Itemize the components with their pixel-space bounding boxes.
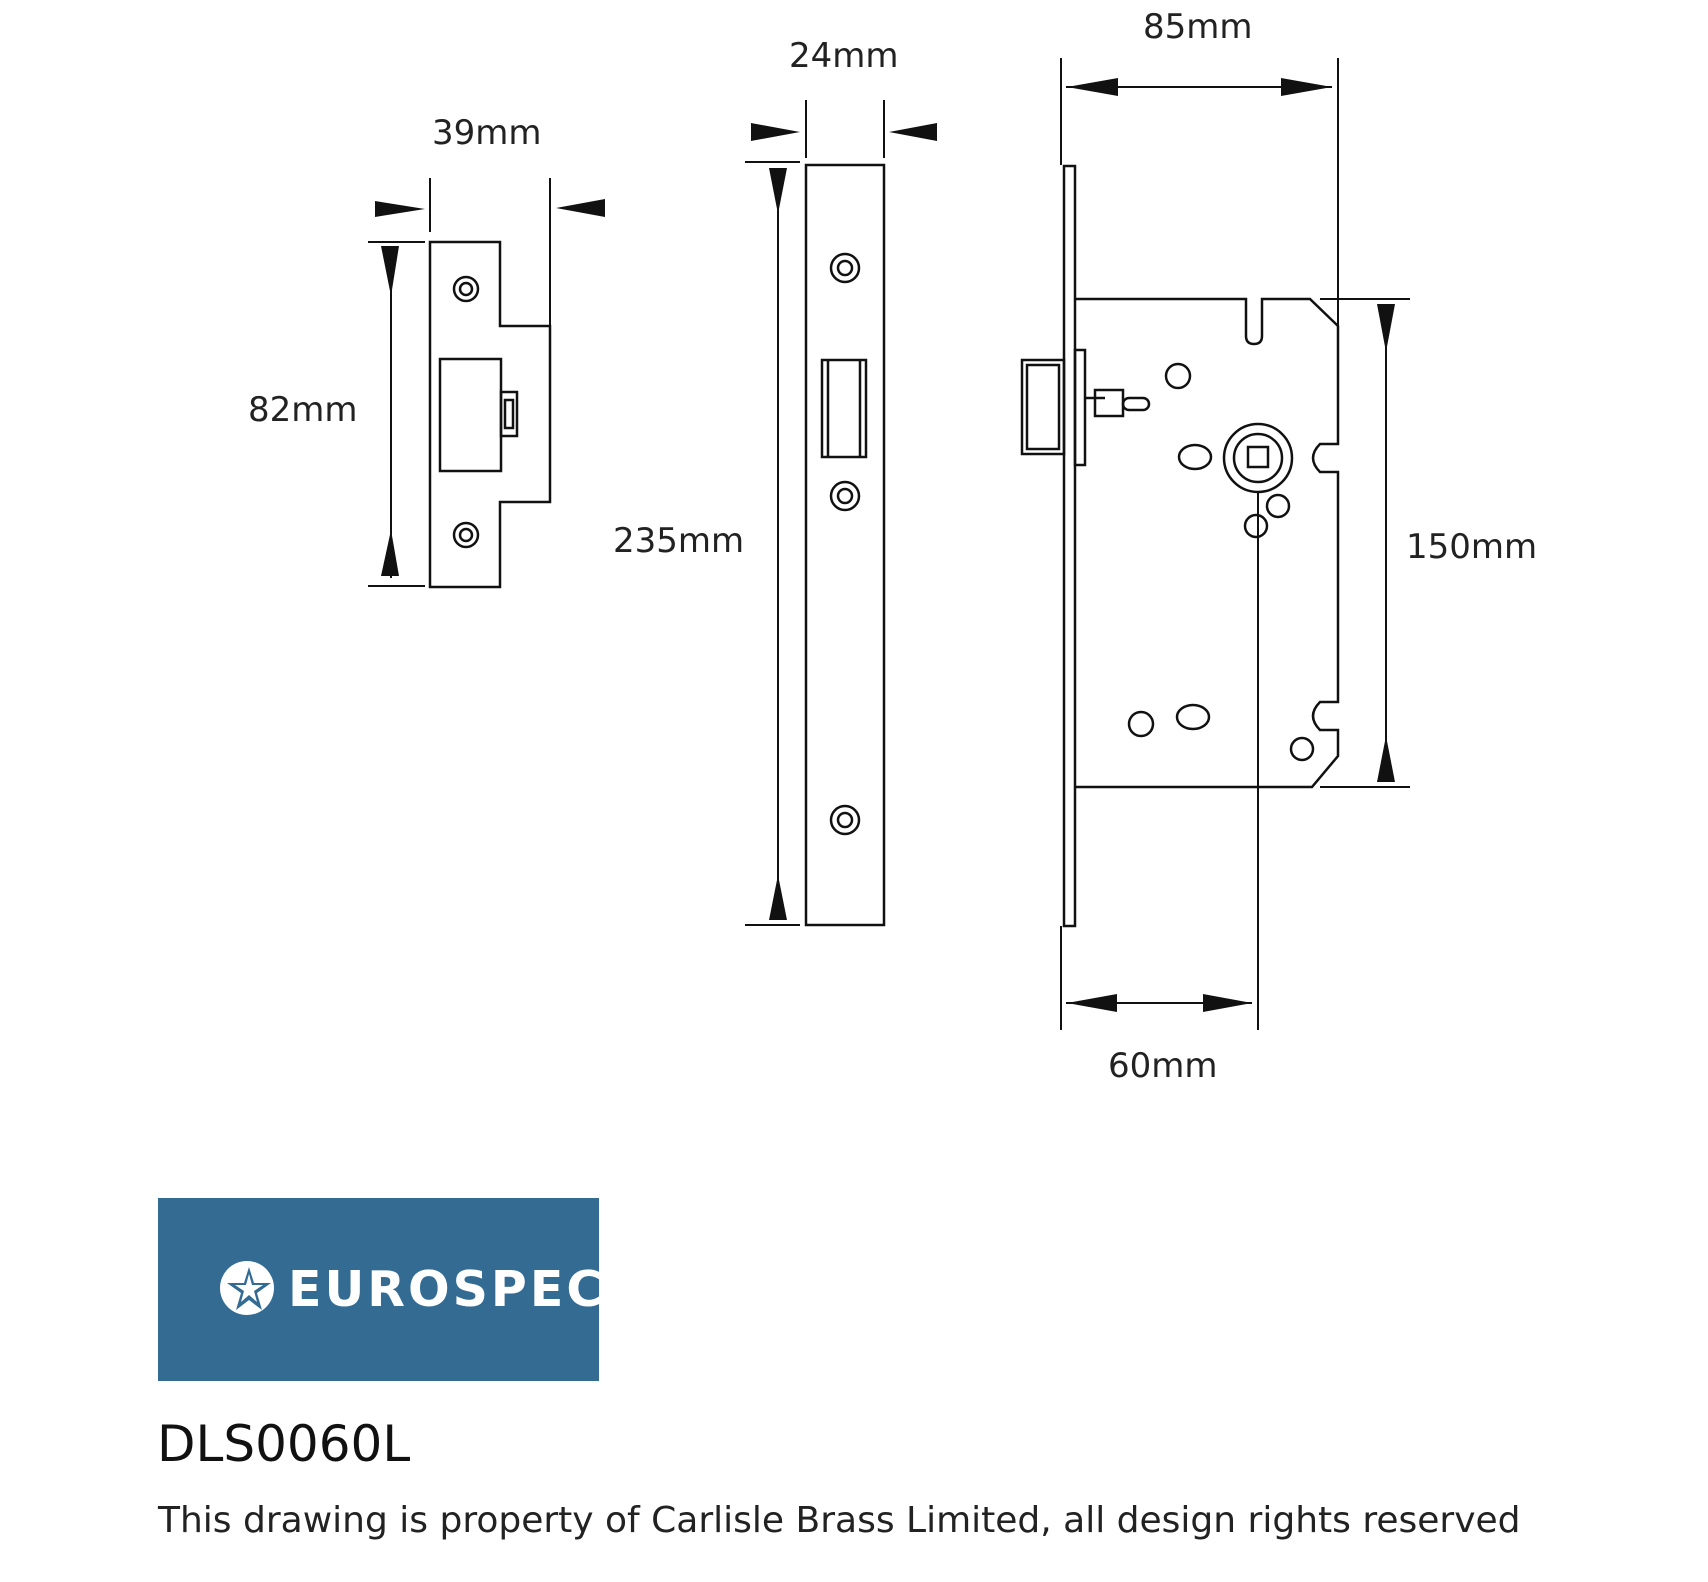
strike-dimension-lines [368, 178, 551, 587]
lock-body [1020, 164, 1340, 928]
case-depth-label: 85mm [1143, 7, 1253, 47]
strike-width-label: 39mm [432, 113, 542, 153]
strike-height-label: 82mm [248, 390, 358, 430]
forend-width-label: 24mm [789, 36, 899, 76]
forend-height-label: 235mm [613, 521, 744, 561]
forend-plate [804, 163, 886, 927]
logo-brand-text: EUROSPEC [288, 1261, 606, 1318]
copyright-notice: This drawing is property of Carlisle Bra… [158, 1500, 1521, 1541]
star-circle-icon [220, 1261, 274, 1315]
product-code: DLS0060L [157, 1415, 411, 1473]
backset-label: 60mm [1108, 1046, 1218, 1086]
lock-dimension-lines [1060, 58, 1410, 1030]
strike-plate [428, 240, 552, 589]
case-height-label: 150mm [1406, 527, 1537, 567]
forend-dimension-lines [745, 100, 885, 926]
dimension-arrowheads [375, 78, 1395, 1012]
